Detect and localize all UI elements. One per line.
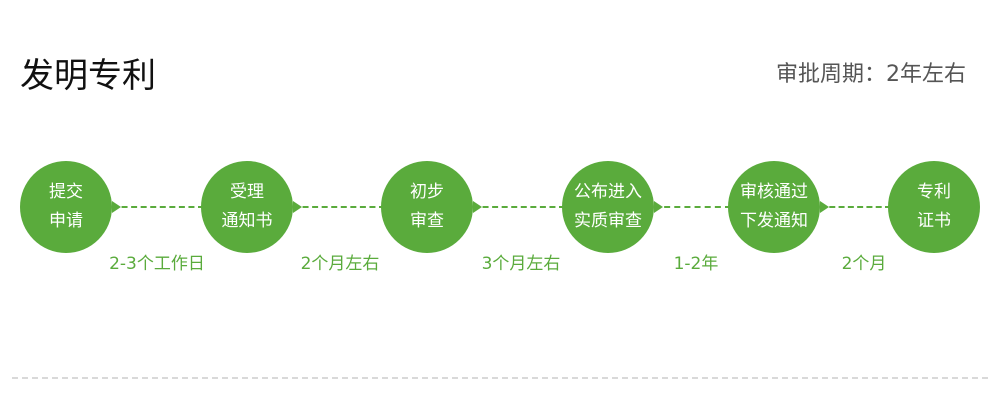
step-submit-application: 提交 申请 [20,161,112,253]
arrow-1-icon [112,201,121,213]
duration-5: 2个月 [841,254,887,274]
connector-5 [820,206,891,208]
step-approval-notice: 审核通过 下发通知 [728,161,820,253]
connector-2 [293,206,385,208]
arrow-2-icon [293,201,302,213]
connector-3 [473,206,565,208]
duration-1: 2-3个工作日 [109,254,205,274]
page-title: 发明专利 [20,56,156,96]
duration-4: 1-2年 [673,254,719,274]
duration-2: 2个月左右 [300,254,380,274]
approval-period: 审批周期：2年左右 [776,62,966,87]
arrow-3-icon [473,201,482,213]
step-acceptance-notice: 受理 通知书 [201,161,293,253]
step-publication-substantive-examination: 公布进入 实质审查 [562,161,654,253]
arrow-4-icon [654,201,663,213]
step-patent-certificate: 专利 证书 [888,161,980,253]
duration-3: 3个月左右 [481,254,561,274]
arrow-5-icon [820,201,829,213]
bottom-divider [12,377,988,379]
connector-1 [112,206,204,208]
connector-4 [654,206,731,208]
step-preliminary-examination: 初步 审查 [381,161,473,253]
